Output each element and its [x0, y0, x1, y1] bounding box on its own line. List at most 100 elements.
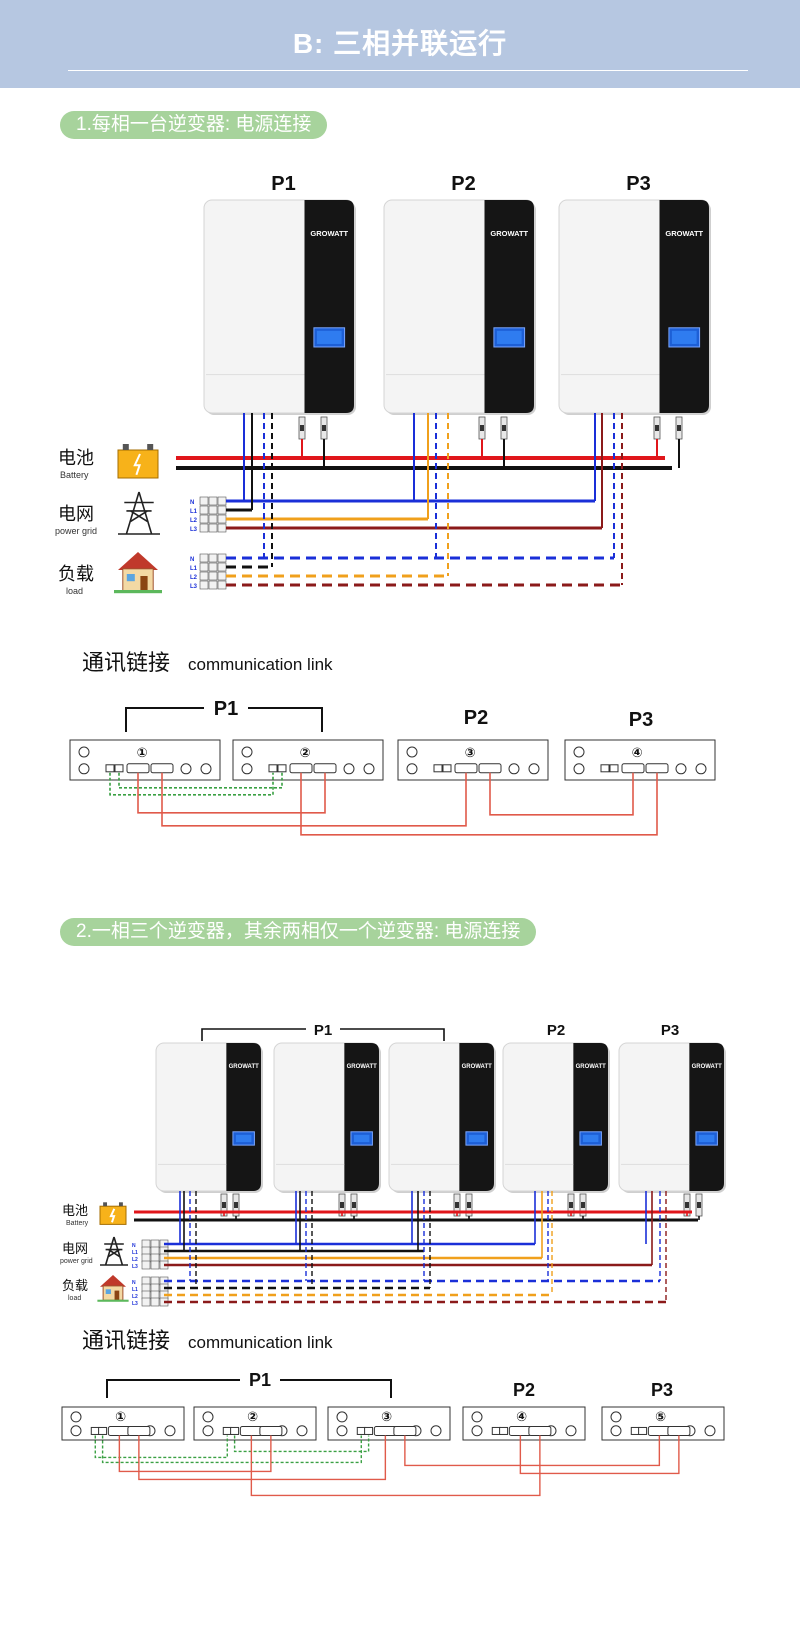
- inverter-front-panel: [459, 1043, 494, 1191]
- inverter-lcd-display: [468, 1134, 485, 1143]
- phase-label-P2: P2: [547, 1022, 565, 1039]
- comm-port-round: [70, 1411, 82, 1423]
- dc-terminal-clip: [480, 425, 484, 431]
- comm-port-small: [90, 1426, 100, 1435]
- load-label-en: load: [68, 1295, 81, 1302]
- comm-port-small: [356, 1426, 366, 1435]
- comm-port-small: [277, 764, 287, 773]
- comm-port-round: [406, 746, 418, 758]
- comm-port-db9: [454, 763, 478, 774]
- inverter-P2: GROWATT: [383, 199, 536, 415]
- comm-port-db9: [647, 1425, 671, 1436]
- parallel-cable: [404, 1435, 661, 1467]
- comm-unit-number: ①: [115, 1409, 126, 1424]
- battery-bolt: [133, 453, 141, 476]
- dc-terminal-clip: [697, 1202, 701, 1208]
- battery-label-cn: 电池: [58, 448, 94, 468]
- breaker: [208, 580, 218, 590]
- breaker: [208, 523, 218, 533]
- comm-group-label-P1: P1: [214, 698, 238, 720]
- comm-port-round: [695, 763, 707, 775]
- comm-port-db9: [393, 1425, 417, 1436]
- comm-unit-3: ③: [397, 739, 549, 781]
- comm-port-small: [609, 764, 619, 773]
- comm-group-label-P1: P1: [249, 1370, 271, 1390]
- breaker: [208, 562, 218, 572]
- comm-unit-number: ③: [381, 1409, 392, 1424]
- line-label-N: N: [132, 1243, 136, 1249]
- section1-power-diagram: P1GROWATTP2GROWATTP3GROWATT电池Battery电网po…: [55, 173, 711, 596]
- line-label-L2: L2: [132, 1257, 138, 1263]
- breaker: [199, 553, 209, 563]
- inverter-front-panel: [484, 200, 534, 413]
- battery-label-cn: 电池: [62, 1203, 88, 1218]
- dc-terminal-clip: [322, 425, 326, 431]
- comm-unit-number: ②: [247, 1409, 258, 1424]
- comm-port-db9: [150, 763, 174, 774]
- breaker: [199, 505, 209, 515]
- inverter-brand-logo: GROWATT: [229, 1064, 260, 1070]
- comm-port-round: [241, 763, 253, 775]
- inverter-4: GROWATT: [502, 1042, 610, 1193]
- comm-port-small: [630, 1426, 640, 1435]
- comm-title-en: communication link: [188, 1333, 333, 1352]
- grid-label-cn: 电网: [62, 1241, 88, 1256]
- battery-terminal-pos: [118, 1202, 123, 1207]
- battery-terminal-neg: [103, 1202, 108, 1207]
- comm-port-round: [296, 1425, 308, 1437]
- dc-terminal-clip: [300, 425, 304, 431]
- breaker: [217, 523, 227, 533]
- comm-port-db9: [239, 1425, 263, 1436]
- comm-port-round: [164, 1425, 176, 1437]
- comm-port-round: [78, 763, 90, 775]
- comm-port-round: [528, 763, 540, 775]
- comm-unit-number: ③: [464, 745, 475, 760]
- comm-port-round: [675, 763, 687, 775]
- inverter-lcd-display: [496, 330, 522, 344]
- comm-unit-number: ①: [136, 745, 147, 760]
- breaker: [150, 1297, 160, 1307]
- breaker: [141, 1260, 151, 1270]
- comm-title-cn: 通讯链接: [82, 650, 170, 675]
- dc-terminal-clip: [352, 1202, 356, 1208]
- comm-port-small: [499, 1426, 509, 1435]
- inverter-P1: GROWATT: [203, 199, 356, 415]
- section1-heading: 1.每相一台逆变器: 电源连接: [60, 111, 328, 139]
- comm-port-round: [363, 763, 375, 775]
- sync-cable: [118, 772, 283, 789]
- inverter-lcd-display: [671, 330, 697, 344]
- line-label-L3: L3: [132, 1301, 138, 1307]
- battery-terminal-neg: [122, 444, 129, 450]
- comm-unit-number: ④: [516, 1409, 527, 1424]
- comm-port-small: [268, 764, 278, 773]
- battery-label-en: Battery: [60, 470, 89, 480]
- comm-unit-panel: [564, 739, 716, 781]
- line-label-L3: L3: [190, 527, 198, 533]
- phase-label-P3: P3: [661, 1022, 679, 1039]
- inverter-lcd-display: [235, 1134, 252, 1143]
- comm-port-round: [200, 763, 212, 775]
- comm-port-small: [600, 764, 610, 773]
- comm-port-round: [610, 1411, 622, 1423]
- power-grid-icon: [100, 1236, 128, 1266]
- line-label-L2: L2: [190, 575, 198, 581]
- load-house-icon: [118, 552, 158, 570]
- comm-port-db9: [107, 1425, 131, 1436]
- breaker: [199, 514, 209, 524]
- comm-port-db9: [478, 763, 502, 774]
- line-label-N: N: [132, 1280, 136, 1286]
- comm-port-small: [442, 764, 452, 773]
- breaker: [208, 571, 218, 581]
- parallel-cable: [138, 1435, 387, 1481]
- sync-cable: [94, 1435, 228, 1459]
- comm-port-db9: [126, 763, 150, 774]
- comm-port-db9: [667, 1425, 691, 1436]
- comm-unit-1: ①: [69, 739, 221, 781]
- comm-port-round: [565, 1425, 577, 1437]
- comm-port-small: [105, 764, 115, 773]
- breaker: [217, 571, 227, 581]
- breaker: [217, 580, 227, 590]
